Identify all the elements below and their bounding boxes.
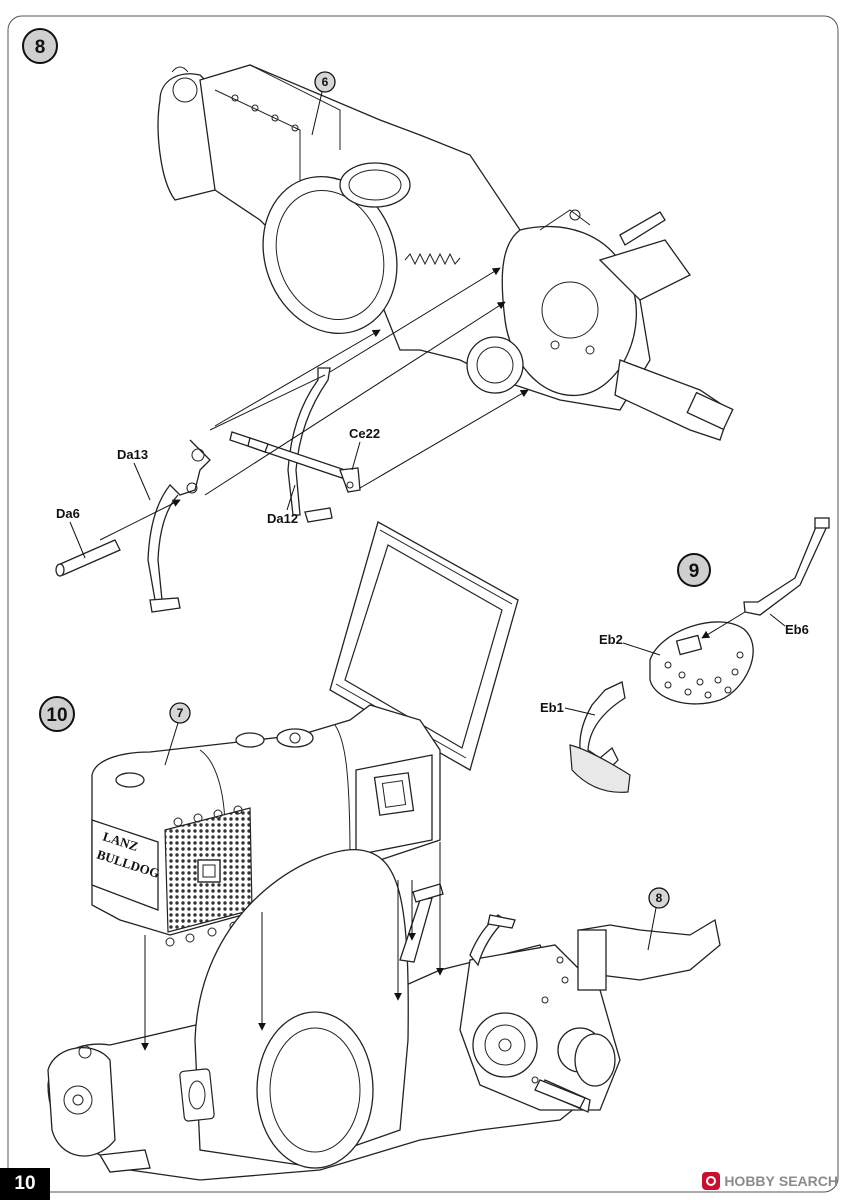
watermark: HOBBY SEARCH xyxy=(702,1170,838,1192)
engine-hood-assembly: LANZ BULLDOG xyxy=(91,704,441,947)
ref-7-number: 7 xyxy=(177,706,184,720)
part-label-eb1: Eb1 xyxy=(540,700,564,715)
hobby-search-logo-icon xyxy=(702,1172,721,1190)
watermark-word: SEARCH xyxy=(778,1173,838,1189)
part-label-eb2: Eb2 xyxy=(599,632,623,647)
step-10-number: 10 xyxy=(46,705,67,726)
page-number: 10 xyxy=(0,1168,50,1200)
step-10-guide-lines xyxy=(141,842,444,1051)
ref-6-number: 6 xyxy=(322,75,329,89)
tractor-chassis xyxy=(47,849,721,1181)
step-9-parts xyxy=(569,517,830,793)
part-label-eb6: Eb6 xyxy=(785,622,809,637)
step-10-badge: 10 xyxy=(39,696,75,732)
ref-8-badge: 8 xyxy=(647,887,670,951)
part-label-ce22: Ce22 xyxy=(349,426,380,441)
page-border xyxy=(7,15,839,1193)
part-label-da6: Da6 xyxy=(56,506,80,521)
step-8-parts xyxy=(55,367,361,613)
step-9-badge: 9 xyxy=(677,553,711,587)
watermark-brand: HOBBY xyxy=(724,1173,775,1189)
step-9-number: 9 xyxy=(689,561,700,582)
step-8-guide-lines xyxy=(99,267,529,541)
ref-6-badge: 6 xyxy=(311,71,336,136)
step-8-number: 8 xyxy=(35,37,46,58)
part-label-da12: Da12 xyxy=(267,511,298,526)
ref-7-badge: 7 xyxy=(164,702,191,766)
step-8-badge: 8 xyxy=(22,28,58,64)
part-label-da13: Da13 xyxy=(117,447,148,462)
ref-8-number: 8 xyxy=(656,891,663,905)
transmission-assembly xyxy=(157,64,734,441)
